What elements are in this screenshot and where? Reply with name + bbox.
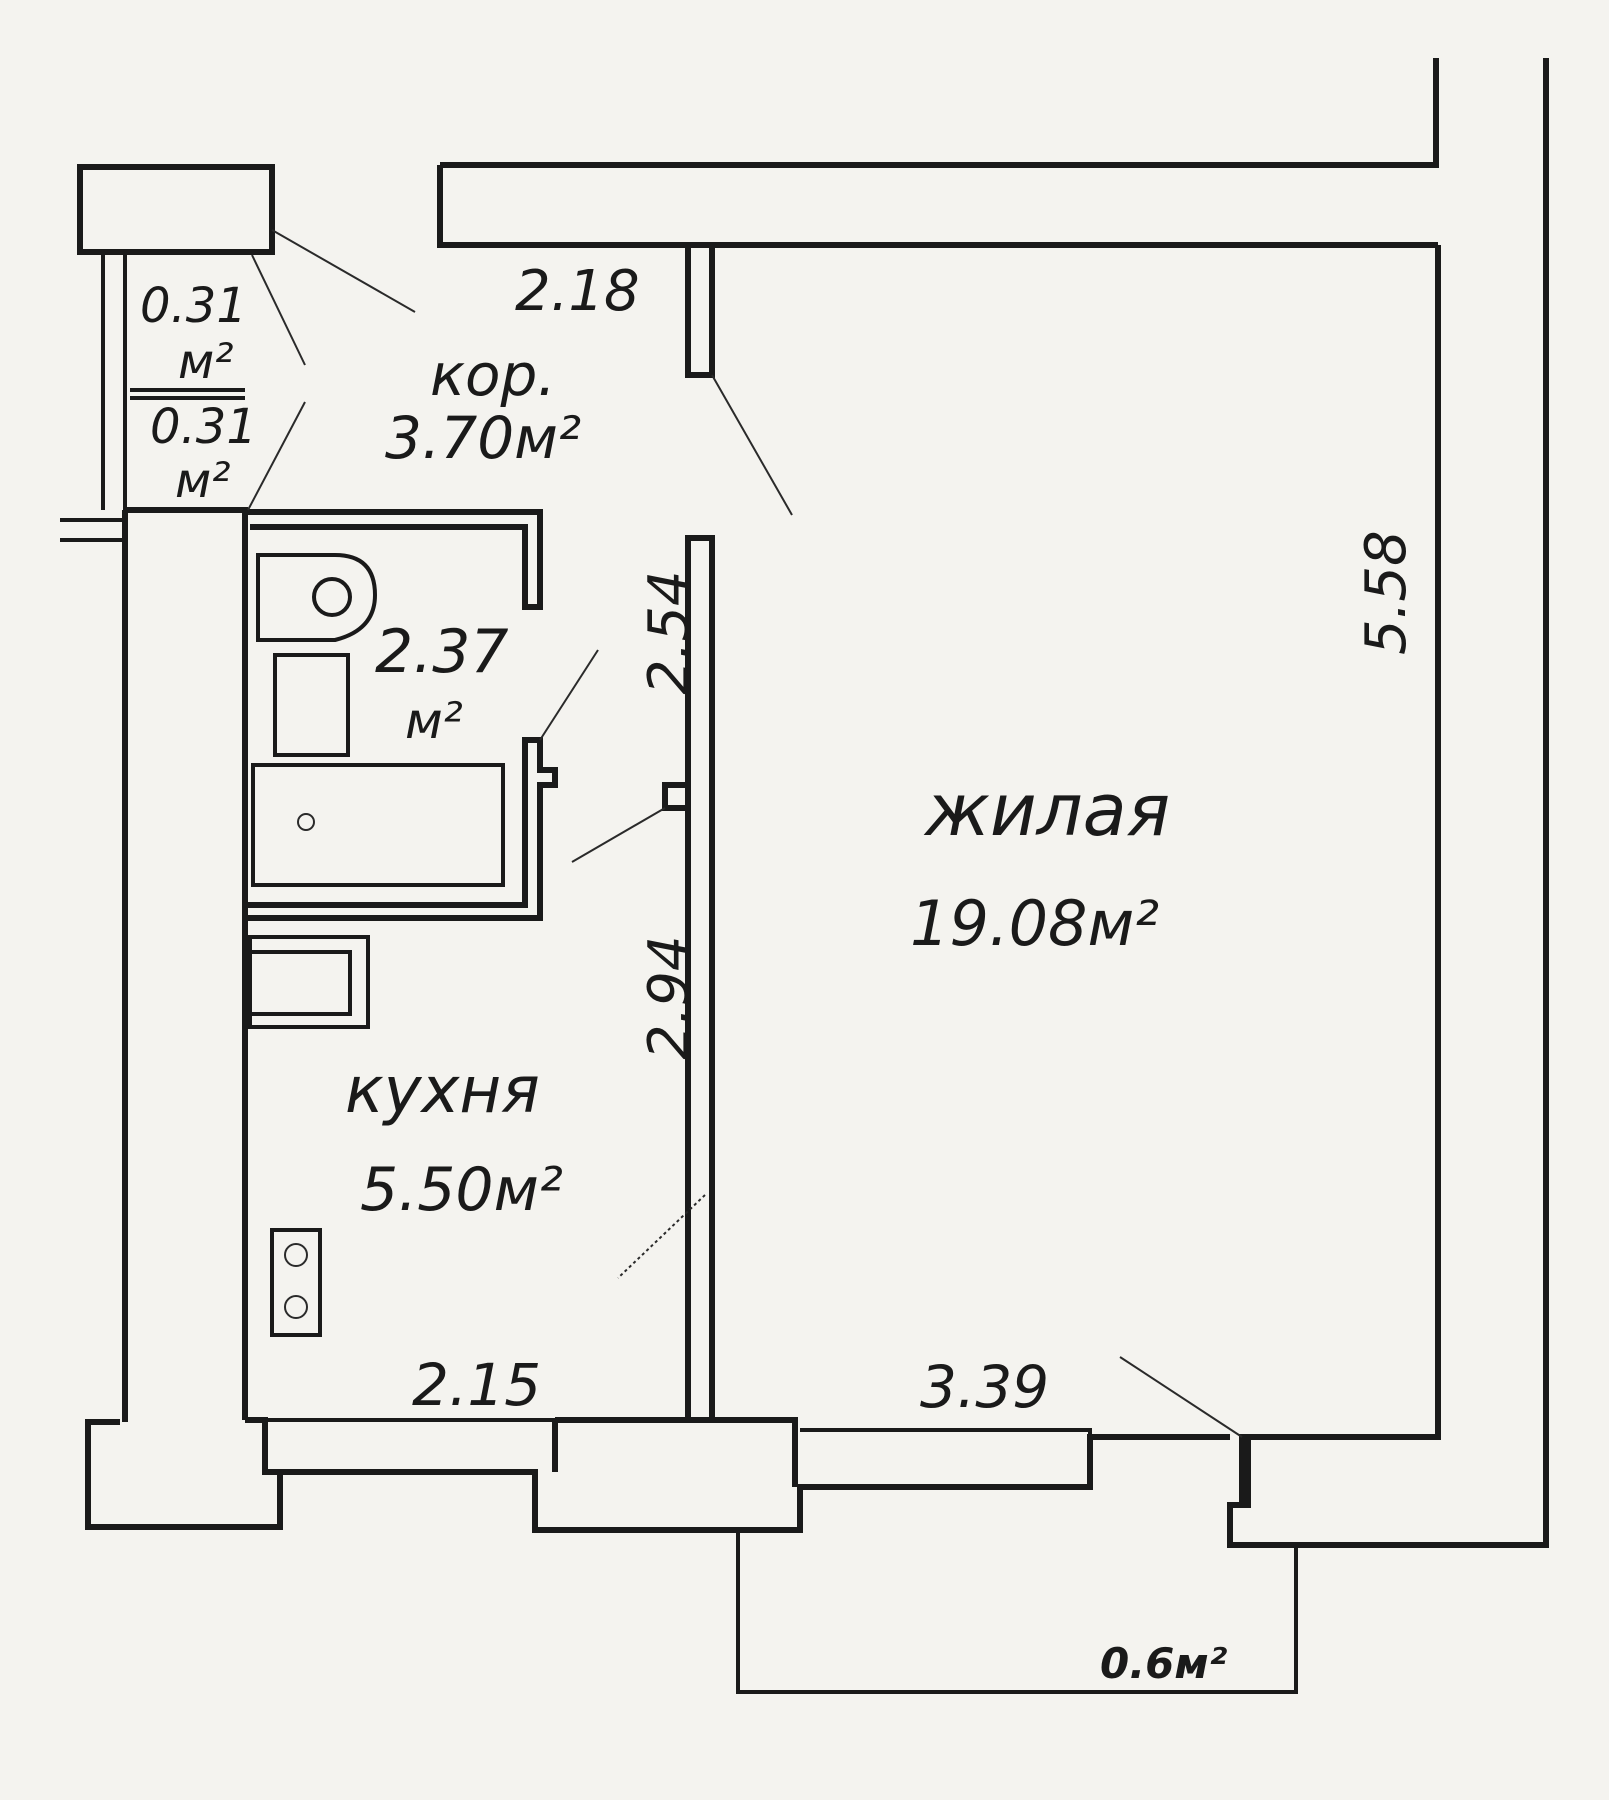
balcony-area: 0.6м² — [1100, 1639, 1228, 1688]
living-name: жилая — [923, 768, 1170, 852]
door-swings — [247, 229, 1243, 1438]
living-length-dim: 5.58 — [1354, 530, 1419, 655]
toilet — [256, 553, 378, 642]
toilet-bowl — [312, 577, 352, 617]
living-area: 19.08м² — [910, 887, 1159, 960]
kitchen-wall-dim: 2.94 — [637, 935, 702, 1060]
kitchen-door-swing — [571, 807, 666, 863]
balcony-door-swing — [1119, 1356, 1243, 1438]
corridor-area: 3.70м² — [385, 404, 581, 472]
closet-box — [77, 164, 275, 255]
partition-notch — [662, 782, 688, 811]
closet-top-area: 0.31 — [140, 278, 247, 334]
living-door-swing — [711, 374, 793, 516]
kitchen-living-swing — [617, 1194, 706, 1279]
labels: 0.31 м² 0.31 м² 2.18 кор. 3.70м² 2.37 м²… — [140, 259, 1419, 1688]
stove-burner-top — [284, 1243, 308, 1267]
kitchen-sink-inner — [248, 950, 352, 1016]
closet-top-unit: м² — [178, 334, 233, 390]
bathroom-inner-wall — [245, 737, 558, 921]
bathroom-unit: м² — [405, 692, 463, 750]
bathroom-fixtures — [251, 553, 505, 887]
bathtub-drain — [297, 813, 315, 831]
kitchen-fixtures — [248, 935, 370, 1337]
left-thick-wall — [122, 507, 248, 1422]
kitchen-area: 5.50м² — [360, 1155, 563, 1225]
balcony-outline — [736, 1530, 1298, 1694]
bathtub — [251, 763, 505, 887]
closet-door-swing-1 — [251, 254, 306, 366]
right-inner-wall — [1239, 245, 1441, 1505]
entry-door-swing — [271, 229, 416, 313]
kitchen-name: кухня — [345, 1054, 540, 1128]
central-partition — [685, 245, 715, 1423]
top-wall — [437, 58, 1439, 248]
corridor-width-dim: 2.18 — [515, 259, 640, 324]
living-width-dim: 3.39 — [920, 1353, 1049, 1421]
closet-bottom-area: 0.31 — [150, 399, 257, 455]
bathroom-area: 2.37 — [375, 617, 509, 687]
window-line — [265, 1418, 1092, 1487]
closet-bottom-unit: м² — [175, 453, 230, 509]
kitchen-width-dim: 2.15 — [412, 1351, 541, 1419]
bathroom-outer — [245, 509, 543, 610]
corridor-name: кор. — [430, 341, 556, 409]
bathroom-walls — [245, 509, 558, 921]
stove — [270, 1228, 322, 1337]
bottom-wall-left — [85, 1417, 283, 1530]
closet-door-swing-2 — [247, 401, 306, 511]
sink-cabinet — [273, 653, 350, 757]
closet-walls — [101, 252, 245, 510]
bottom-wall-mid-block — [552, 1417, 798, 1487]
bottom-wall-middle — [280, 1434, 1230, 1533]
left-stub — [60, 518, 125, 542]
bath-door-swing — [539, 649, 599, 741]
walls — [60, 58, 1549, 1548]
bath-wall-dim: 2.54 — [637, 570, 702, 695]
stove-burner-bottom — [284, 1295, 308, 1319]
right-outer-wall — [1227, 58, 1549, 1548]
